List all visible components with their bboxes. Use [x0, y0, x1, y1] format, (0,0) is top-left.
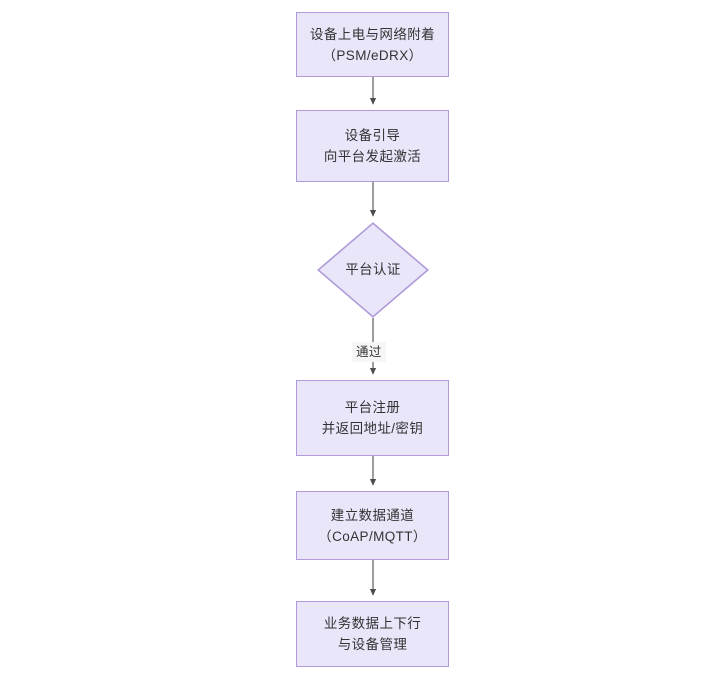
node-label-line1: 业务数据上下行 [323, 616, 422, 631]
node-label-line1: 平台认证 [345, 262, 401, 277]
node-label-line1: 设备上电与网络附着 [309, 26, 436, 42]
node-establish-data-channel[interactable]: 建立数据通道 （CoAP/MQTT） [296, 491, 449, 560]
node-device-power-on[interactable]: 设备上电与网络附着 （PSM/eDRX） [296, 12, 449, 77]
node-label-line2: 向平台发起激活 [323, 149, 422, 164]
diamond-shape-icon [317, 222, 429, 318]
node-device-bootstrap[interactable]: 设备引导 向平台发起激活 [296, 110, 449, 182]
node-platform-authentication[interactable]: 平台认证 [317, 222, 429, 318]
node-label-line1: 设备引导 [344, 128, 401, 143]
node-label-line1: 建立数据通道 [330, 507, 415, 523]
node-label-line2: 与设备管理 [337, 637, 408, 652]
node-business-data-and-device-management[interactable]: 业务数据上下行 与设备管理 [296, 601, 449, 667]
node-label-line2: （CoAP/MQTT） [318, 528, 427, 544]
node-platform-registration[interactable]: 平台注册 并返回地址/密钥 [296, 380, 449, 456]
edge-label-pass: 通过 [352, 342, 386, 362]
node-label-line2: （PSM/eDRX） [322, 47, 423, 63]
node-label-line2: 并返回地址/密钥 [321, 421, 424, 436]
node-label-line1: 平台注册 [344, 400, 401, 415]
